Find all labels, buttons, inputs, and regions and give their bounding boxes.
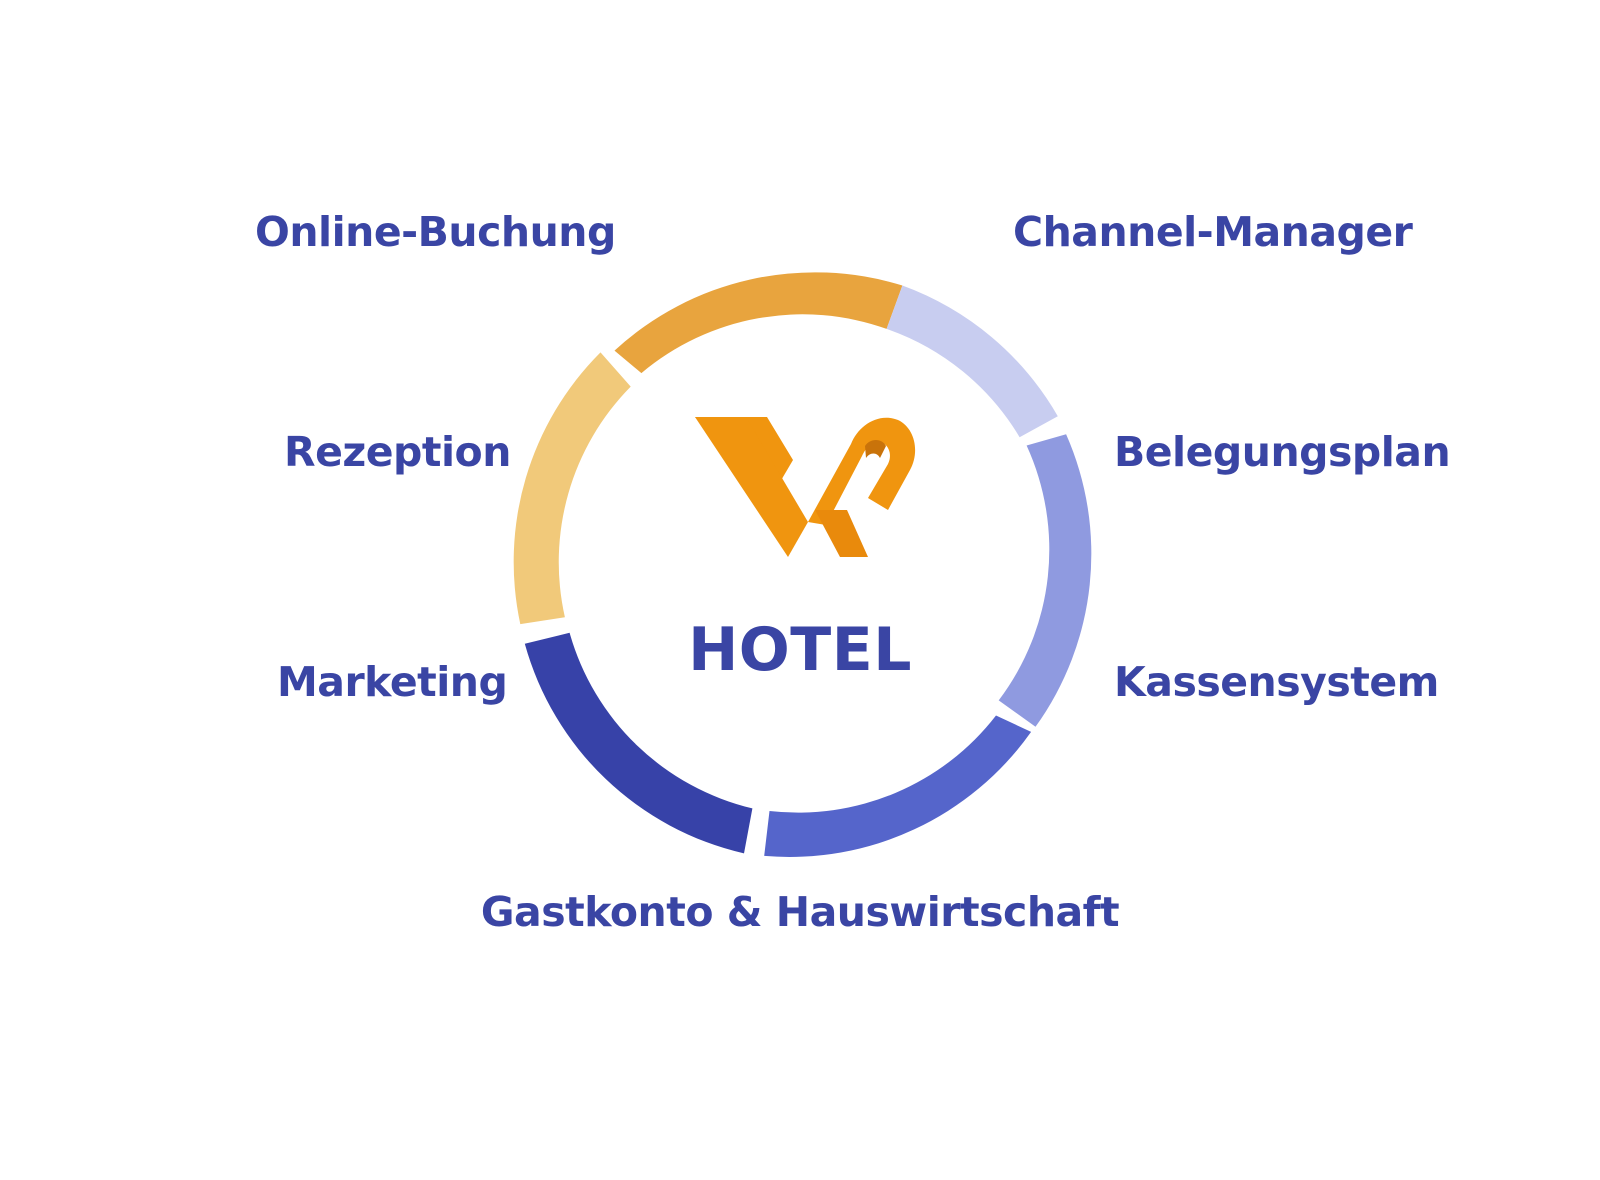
label-belegungsplan: Belegungsplan (1114, 428, 1451, 476)
label-rezeption: Rezeption (284, 428, 511, 476)
label-gastkonto-hauswirtschaft: Gastkonto & Hauswirtschaft (480, 888, 1120, 936)
logo-inner-fold (865, 440, 886, 458)
ring-segment-rezeption (513, 352, 631, 625)
label-kassensystem: Kassensystem (1114, 658, 1439, 706)
logo-right-shadow (815, 510, 868, 557)
hub-title: HOTEL (688, 615, 912, 685)
vr-logo-icon (695, 417, 916, 557)
label-online-buchung: Online-Buchung (255, 208, 616, 256)
logo-right-arm (808, 417, 916, 525)
ring-segment-online-buchung (614, 272, 903, 374)
ring-segment-marketing (524, 632, 753, 854)
ring-segment-gastkonto-hauswirtschaft (764, 715, 1032, 857)
label-marketing: Marketing (277, 658, 508, 706)
ring-segment-belegungsplan (998, 434, 1092, 727)
label-channel-manager: Channel-Manager (1013, 208, 1413, 256)
ring-segment-channel-manager (886, 285, 1058, 438)
logo-v-stroke (695, 417, 808, 557)
